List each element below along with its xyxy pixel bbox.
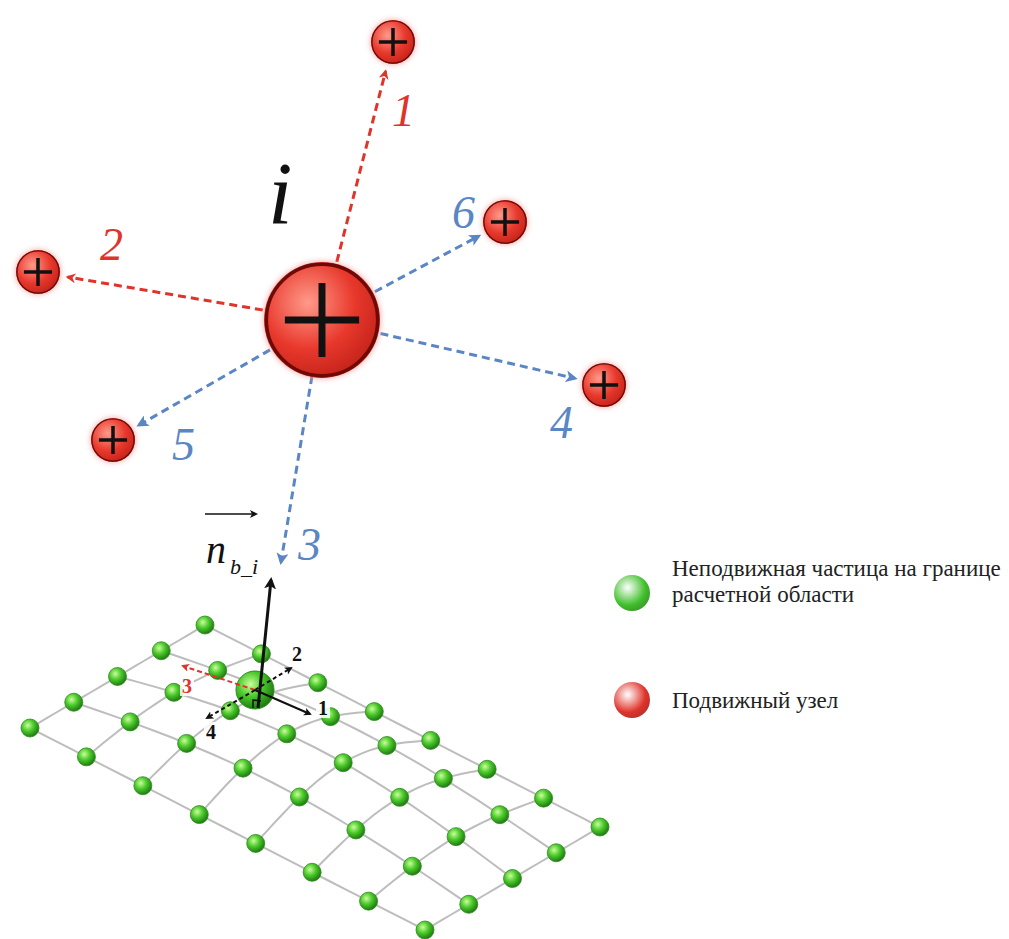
grid-line <box>161 651 556 853</box>
grid-line <box>425 827 600 930</box>
interaction-arrow <box>375 236 479 292</box>
legend-text: Подвижный узел <box>672 688 1002 714</box>
boundary-particle <box>278 725 296 743</box>
normal-vector <box>258 580 271 708</box>
boundary-particle <box>504 870 522 888</box>
boundary-particle <box>422 731 440 749</box>
grid-line <box>143 683 318 786</box>
boundary-particle <box>334 754 352 772</box>
vector-symbol: n <box>206 530 226 570</box>
boundary-particle <box>365 703 383 721</box>
particle: 1 <box>371 20 415 64</box>
boundary-particle <box>547 844 565 862</box>
boundary-particle <box>209 661 227 679</box>
neighbor-number: 6 <box>452 190 475 236</box>
boundary-particle <box>290 788 308 806</box>
boundary-particle <box>77 748 95 766</box>
boundary-particle <box>378 736 396 754</box>
vector-overline <box>205 513 256 515</box>
boundary-particle <box>391 788 409 806</box>
boundary-surface <box>21 616 609 939</box>
boundary-particle <box>109 668 127 686</box>
tangent-arrow <box>207 690 255 718</box>
boundary-particle <box>178 734 196 752</box>
callout-number: 4 <box>204 722 218 742</box>
grid-line <box>30 625 205 728</box>
boundary-particle <box>152 642 170 660</box>
grid-line <box>199 712 374 815</box>
particle: 6 <box>483 200 527 244</box>
boundary-particle <box>447 828 465 846</box>
particle: i <box>264 262 380 378</box>
right-angle-mark <box>253 700 261 708</box>
interaction-arrow <box>139 350 270 425</box>
boundary-particle <box>491 806 509 824</box>
tangent-arrow <box>255 690 310 714</box>
boundary-particle <box>121 713 139 731</box>
grid-line <box>118 677 513 879</box>
boundary-particle <box>591 818 609 836</box>
boundary-particle <box>190 806 208 824</box>
grid-line <box>256 740 431 843</box>
boundary-particle <box>403 857 421 875</box>
boundary-particle <box>416 921 434 939</box>
boundary-particle <box>478 760 496 778</box>
legend-text: Неподвижная частица на границе расчетной… <box>672 556 1002 608</box>
callout-number: 3 <box>180 676 194 696</box>
neighbor-number: 3 <box>298 522 321 568</box>
boundary-particle <box>234 759 252 777</box>
plus-symbol <box>582 363 626 407</box>
boundary-particle <box>303 863 321 881</box>
boundary-particle <box>360 892 378 910</box>
boundary-particle <box>535 789 553 807</box>
plus-symbol <box>264 262 380 378</box>
callout-number: 1 <box>316 698 330 718</box>
plus-symbol <box>371 20 415 64</box>
grid-line <box>86 654 261 757</box>
particle: 4 <box>582 363 626 407</box>
boundary-particle <box>134 777 152 795</box>
interaction-arrow <box>68 277 263 310</box>
grid-line <box>369 798 544 901</box>
boundary-particle <box>21 719 39 737</box>
neighbor-number: 5 <box>172 422 195 468</box>
boundary-particle <box>434 769 452 787</box>
boundary-particle <box>460 895 478 913</box>
boundary-particle <box>309 674 327 692</box>
neighbor-number: 2 <box>100 222 123 268</box>
plus-symbol <box>91 418 135 462</box>
boundary-particle <box>247 834 265 852</box>
grid-line <box>30 728 425 930</box>
particle: 2 <box>16 250 60 294</box>
particle-name: i <box>268 150 292 238</box>
plus-symbol <box>483 200 527 244</box>
plus-symbol <box>16 250 60 294</box>
interaction-arrow <box>381 334 575 379</box>
grid-line <box>312 769 487 872</box>
neighbor-number: 4 <box>550 400 573 446</box>
boundary-particle <box>196 616 214 634</box>
neighbor-number: 1 <box>392 88 415 134</box>
boundary-particle <box>347 821 365 839</box>
particle: 5 <box>91 418 135 462</box>
interaction-arrow <box>337 71 386 262</box>
boundary-particle <box>65 693 83 711</box>
legend-swatch <box>614 682 650 718</box>
callout-number: 2 <box>290 644 304 664</box>
legend-swatch <box>614 575 650 611</box>
vector-subscript: b_i <box>230 556 258 578</box>
